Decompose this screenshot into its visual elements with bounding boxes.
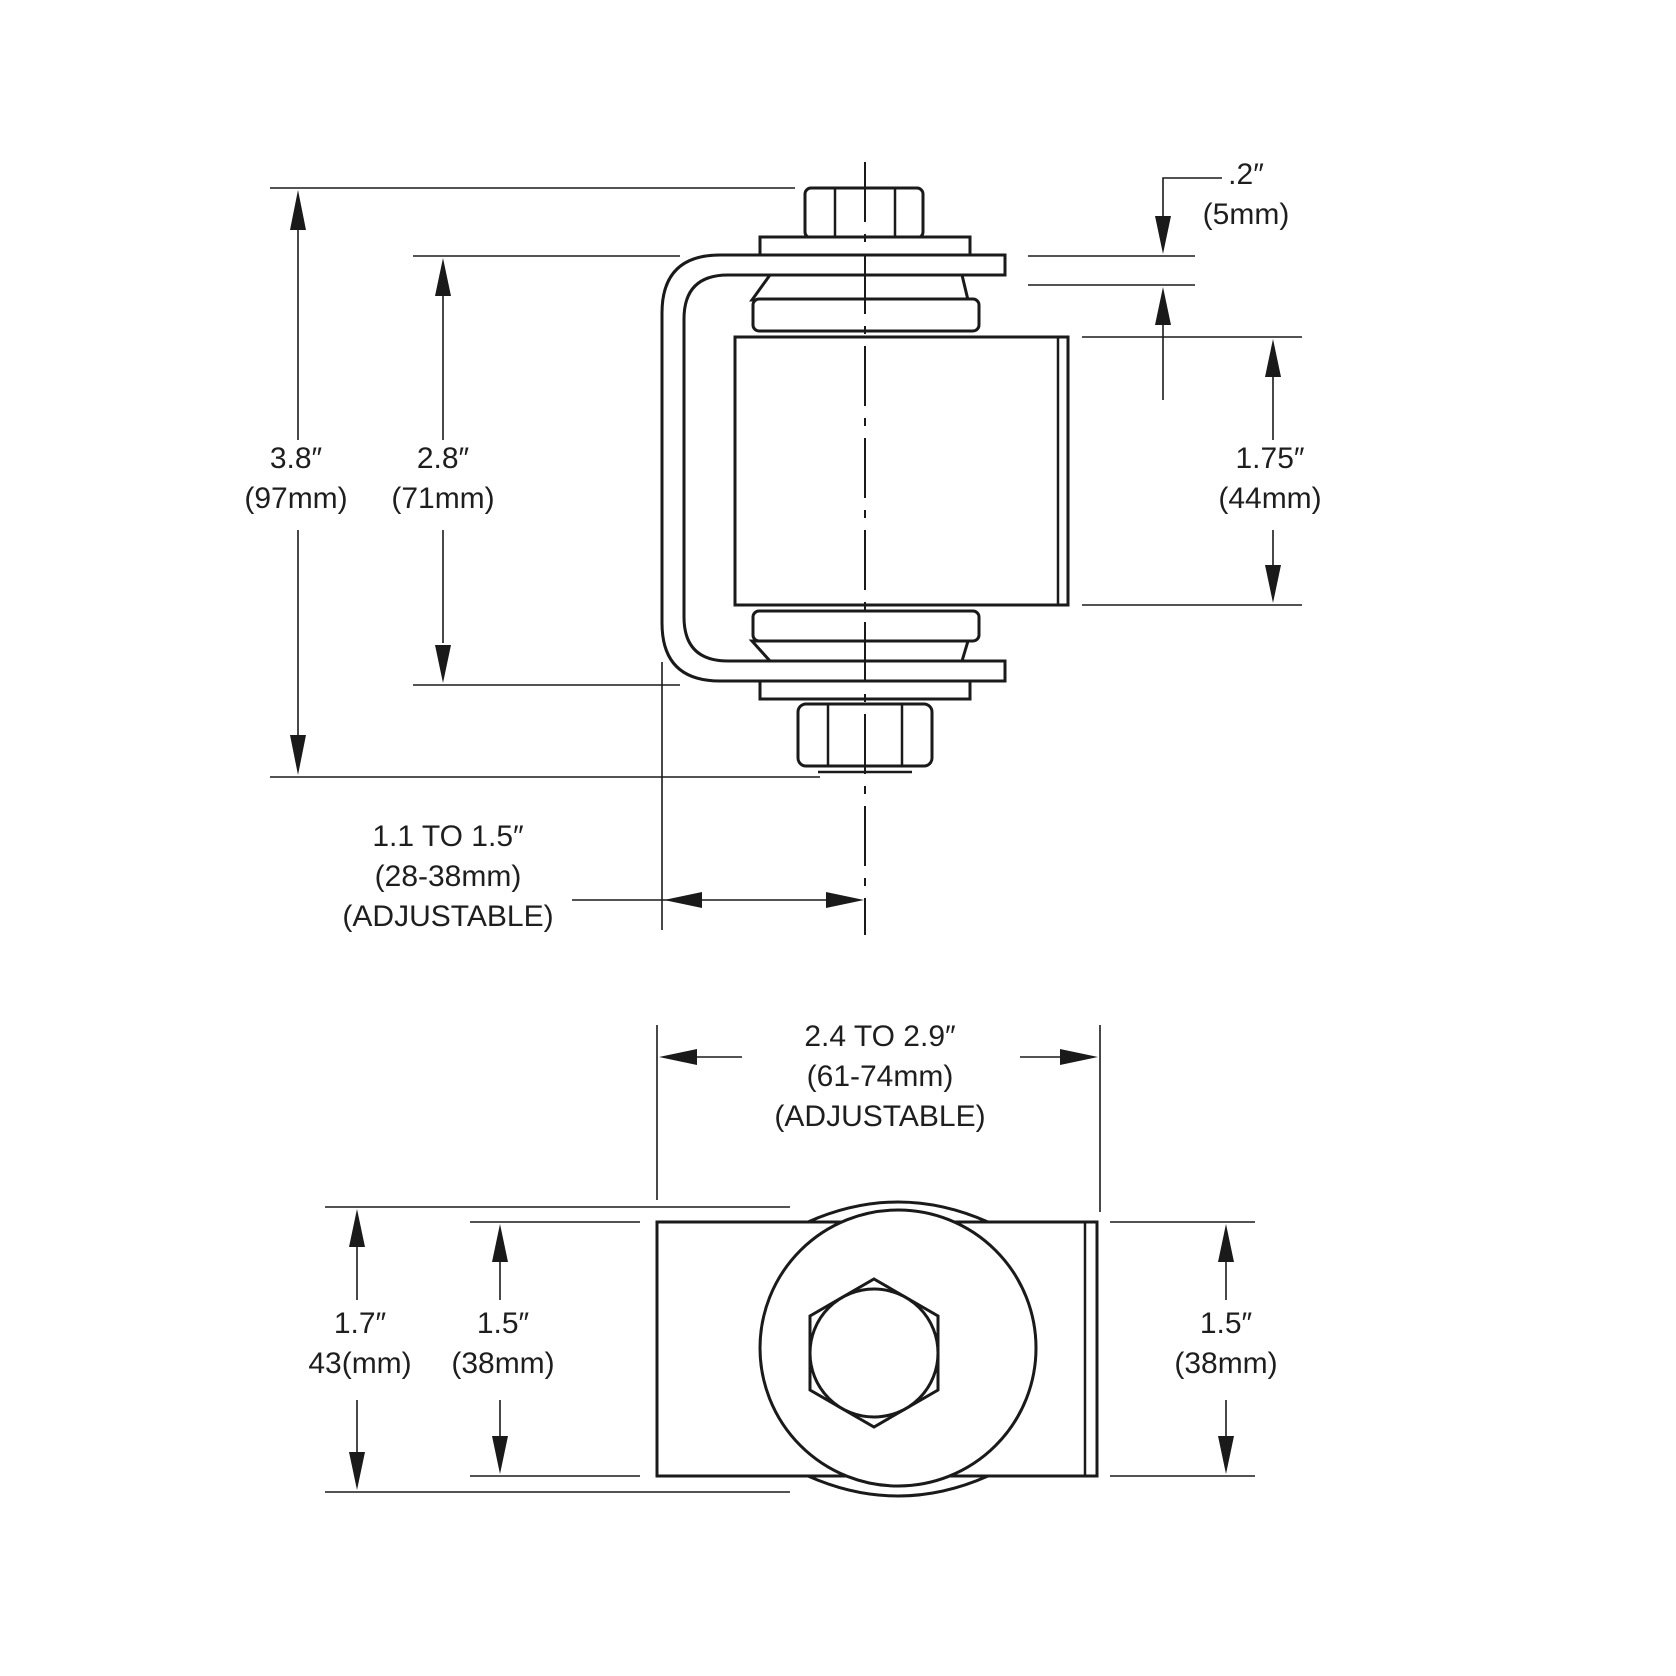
plate-width-mm: (38mm): [451, 1347, 554, 1380]
bracket-height-inch: 2.8″: [417, 442, 470, 475]
offset-inch: 1.1 TO 1.5″: [372, 820, 524, 853]
side-view: 3.8″ (97mm) 2.8″ (71mm) .2″ (5mm): [244, 158, 1322, 935]
offset-note: (ADJUSTABLE): [342, 900, 553, 933]
dim-washer-gap: .2″ (5mm): [1155, 158, 1289, 400]
arrowhead: [1265, 339, 1281, 377]
offset-mm: (28-38mm): [375, 860, 522, 893]
arrowhead: [664, 892, 702, 908]
arrowhead: [1218, 1224, 1234, 1262]
length-note: (ADJUSTABLE): [774, 1100, 985, 1133]
bolt-end: [808, 1287, 940, 1419]
arrowhead: [492, 1224, 508, 1262]
arrowhead: [435, 645, 451, 683]
barrel-width-inch: 1.5″: [1200, 1307, 1253, 1340]
side-view-extension-lines: [270, 187, 1302, 930]
arrowhead: [659, 1049, 697, 1065]
dim-barrel-width: 1.5″ (38mm): [1174, 1224, 1278, 1474]
arrowhead: [1155, 216, 1171, 254]
barrel: [733, 335, 1070, 607]
dim-barrel-height: 1.75″ (44mm): [1218, 339, 1322, 603]
barrel-height-inch: 1.75″: [1235, 442, 1304, 475]
arrowhead: [1060, 1049, 1098, 1065]
length-mm: (61-74mm): [807, 1060, 954, 1093]
top-view: 2.4 TO 2.9″ (61-74mm) (ADJUSTABLE) 1.7″ …: [308, 1020, 1278, 1498]
arrowhead: [1265, 565, 1281, 603]
overall-width-mm: 43(mm): [308, 1347, 411, 1380]
washer-gap-inch: .2″: [1228, 158, 1264, 191]
washer-gap-mm: (5mm): [1203, 198, 1290, 231]
arrowhead: [290, 735, 306, 775]
top-hardware: [749, 186, 981, 333]
bracket: [660, 253, 1007, 683]
dim-offset: 1.1 TO 1.5″ (28-38mm) (ADJUSTABLE): [342, 820, 864, 933]
arrowhead: [1218, 1436, 1234, 1474]
dim-overall-width: 1.7″ 43(mm): [308, 1209, 412, 1490]
bracket-height-mm: (71mm): [391, 482, 494, 515]
dim-overall-height: 3.8″ (97mm): [244, 190, 348, 775]
dim-plate-width: 1.5″ (38mm): [451, 1224, 555, 1474]
barrel-width-mm: (38mm): [1174, 1347, 1277, 1380]
arrowhead: [492, 1436, 508, 1474]
barrel-height-mm: (44mm): [1218, 482, 1321, 515]
overall-width-inch: 1.7″: [334, 1307, 387, 1340]
overall-height-mm: (97mm): [244, 482, 347, 515]
plate-width-inch: 1.5″: [477, 1307, 530, 1340]
arrowhead: [349, 1209, 365, 1247]
arrowhead: [349, 1452, 365, 1490]
dim-length: 2.4 TO 2.9″ (61-74mm) (ADJUSTABLE): [659, 1020, 1098, 1133]
overall-height-inch: 3.8″: [270, 442, 323, 475]
arrowhead: [1155, 287, 1171, 325]
top-view-extension-lines: [325, 1025, 1255, 1493]
arrowhead: [826, 892, 864, 908]
arrowhead: [290, 190, 306, 230]
length-inch: 2.4 TO 2.9″: [804, 1020, 956, 1053]
arrowhead: [435, 258, 451, 296]
dim-bracket-height: 2.8″ (71mm): [391, 258, 495, 683]
